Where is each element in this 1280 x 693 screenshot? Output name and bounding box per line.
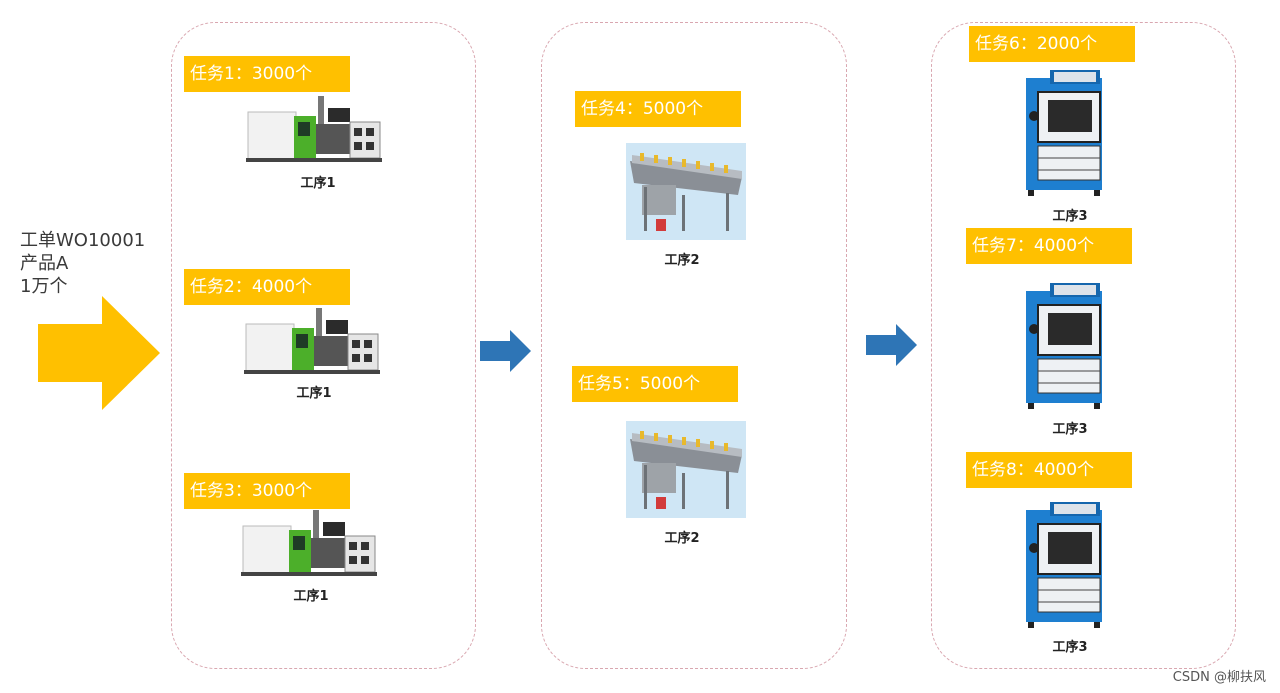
order-number: 工单WO10001 [20,230,146,251]
order-info: 工单WO10001 产品A 1万个 [20,229,145,298]
task-7-label: 任务7：4000个 [966,228,1132,264]
injection-molding-machine-icon [244,308,380,374]
task-6-label: 任务6：2000个 [969,26,1135,62]
task-1-step: 工序1 [300,176,336,191]
flow-arrow-1-icon [480,330,531,372]
task-6-step: 工序3 [1052,209,1088,224]
watermark: CSDN @柳扶风 [1172,670,1266,685]
task-8-label: 任务8：4000个 [966,452,1132,488]
task-8-step: 工序3 [1052,640,1088,655]
injection-molding-machine-icon [246,96,382,162]
task-3-step: 工序1 [293,589,329,604]
stage-1-container [171,22,476,669]
task-5-step: 工序2 [664,531,700,546]
blue-cabinet-machine-icon [1026,70,1102,196]
stage-3-container [931,22,1236,669]
flow-arrow-2-icon [866,324,917,366]
blue-cabinet-machine-icon [1026,283,1102,409]
task-1-label: 任务1：3000个 [184,56,350,92]
task-2-step: 工序1 [296,386,332,401]
order-quantity: 1万个 [20,276,68,297]
task-5-label: 任务5：5000个 [572,366,738,402]
injection-molding-machine-icon [241,510,377,576]
big-arrow-right-icon [38,296,160,410]
washing-machine-icon [626,143,746,240]
task-4-label: 任务4：5000个 [575,91,741,127]
order-product: 产品A [20,253,69,274]
task-2-label: 任务2：4000个 [184,269,350,305]
stage-2-container [541,22,847,669]
task-4-step: 工序2 [664,253,700,268]
task-7-step: 工序3 [1052,422,1088,437]
blue-cabinet-machine-icon [1026,502,1102,628]
washing-machine-icon [626,421,746,518]
task-3-label: 任务3：3000个 [184,473,350,509]
